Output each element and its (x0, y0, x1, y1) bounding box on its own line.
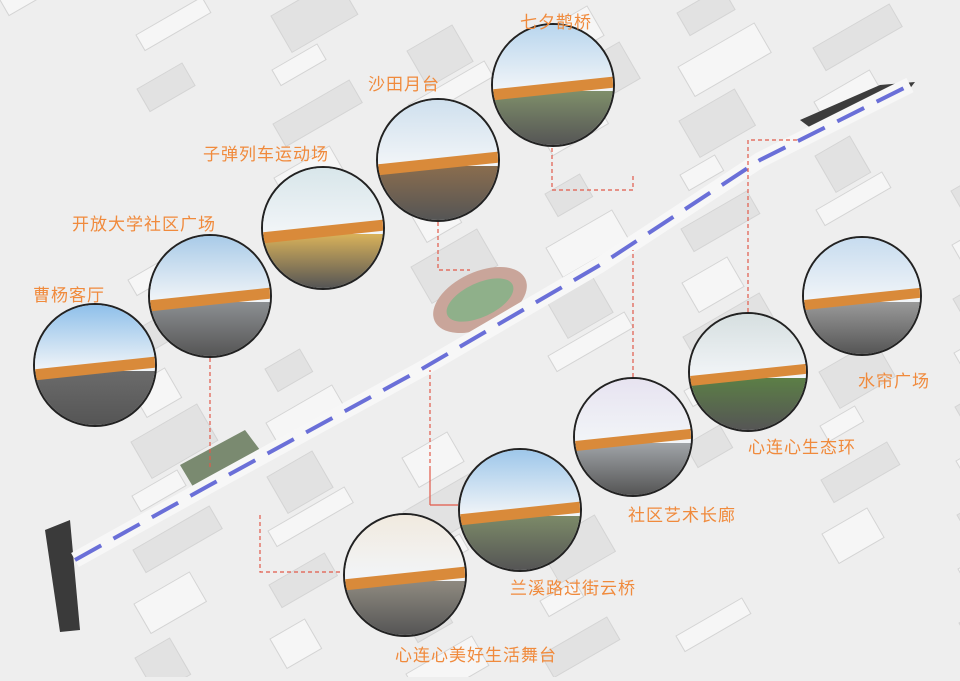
leader-lines (209, 139, 800, 573)
scene-ground (35, 371, 155, 425)
sports-field-grass (446, 278, 514, 322)
scene-thumbnail (491, 23, 615, 147)
south-end-plaza (45, 520, 80, 632)
scene-ground (460, 516, 580, 570)
building-block (680, 190, 761, 253)
building-block (271, 43, 327, 87)
scene-label: 水帘广场 (858, 372, 930, 392)
building-block (269, 618, 323, 670)
leader-line (259, 515, 343, 573)
building-block (953, 320, 960, 384)
scene-thumbnail (802, 236, 922, 356)
building-block (954, 386, 960, 445)
scene-label: 曹杨客厅 (33, 286, 105, 306)
building-block (544, 173, 594, 218)
building-block (677, 22, 772, 98)
building-block (266, 450, 334, 515)
building-block (950, 152, 960, 229)
building-block (270, 0, 359, 54)
scene-thumbnail (148, 234, 272, 358)
scene-thumbnail (458, 448, 582, 572)
building-block (272, 79, 363, 148)
building-block (679, 154, 725, 192)
building-block (135, 0, 212, 52)
building-block (812, 3, 903, 72)
building-block (268, 552, 339, 609)
building-block (681, 256, 745, 314)
scene-label: 七夕鹊桥 (520, 13, 592, 33)
building-block (267, 486, 354, 548)
building-block (539, 580, 585, 618)
scene-thumbnail (688, 312, 808, 432)
scene-label: 心连心美好生活舞台 (395, 646, 557, 666)
scene-thumbnail (343, 513, 467, 637)
building-block (820, 441, 901, 504)
building-block (132, 505, 223, 574)
scene-thumbnail (573, 377, 693, 497)
building-block (540, 616, 621, 679)
scene-thumbnail (261, 166, 385, 290)
leader-line (747, 139, 800, 312)
scene-ground (575, 442, 691, 495)
building-block (951, 218, 960, 262)
building-block (952, 254, 960, 323)
building-block (401, 431, 465, 489)
building-block (0, 0, 45, 17)
scene-thumbnail (33, 303, 157, 427)
scene-label: 心连心生态环 (748, 438, 856, 458)
building-block (814, 135, 872, 194)
building-block (955, 422, 960, 478)
scene-ground (378, 166, 498, 220)
building-block (134, 637, 192, 681)
building-block (131, 469, 187, 513)
scene-label: 开放大学社区广场 (72, 215, 216, 235)
building-block (678, 88, 757, 159)
green-plaza (180, 430, 260, 490)
scene-label: 社区艺术长廊 (628, 506, 736, 526)
scene-ground (690, 377, 806, 430)
scene-label: 兰溪路过街云桥 (510, 579, 636, 599)
building-block (821, 507, 885, 565)
building-block (133, 571, 208, 635)
scene-label: 沙田月台 (368, 75, 440, 95)
scene-label: 子弹列车运动场 (203, 145, 329, 165)
scene-ground (804, 301, 920, 354)
scene-ground (493, 91, 613, 145)
leader-line (551, 148, 634, 191)
scene-ground (345, 581, 465, 635)
building-block (676, 0, 736, 37)
building-block (684, 424, 734, 469)
building-block (819, 405, 865, 443)
building-block (818, 339, 897, 410)
building-block (675, 597, 752, 653)
leader-line (437, 222, 470, 271)
building-block (815, 171, 892, 227)
building-block (547, 311, 634, 373)
scene-ground (263, 234, 383, 288)
skywalk-path (74, 83, 911, 562)
leader-line (429, 370, 458, 506)
building-block (406, 24, 474, 89)
building-block (405, 635, 490, 681)
building-block (130, 403, 219, 480)
building-block (264, 348, 314, 393)
building-block (136, 62, 196, 113)
scene-thumbnail (376, 98, 500, 222)
scene-ground (150, 302, 270, 356)
